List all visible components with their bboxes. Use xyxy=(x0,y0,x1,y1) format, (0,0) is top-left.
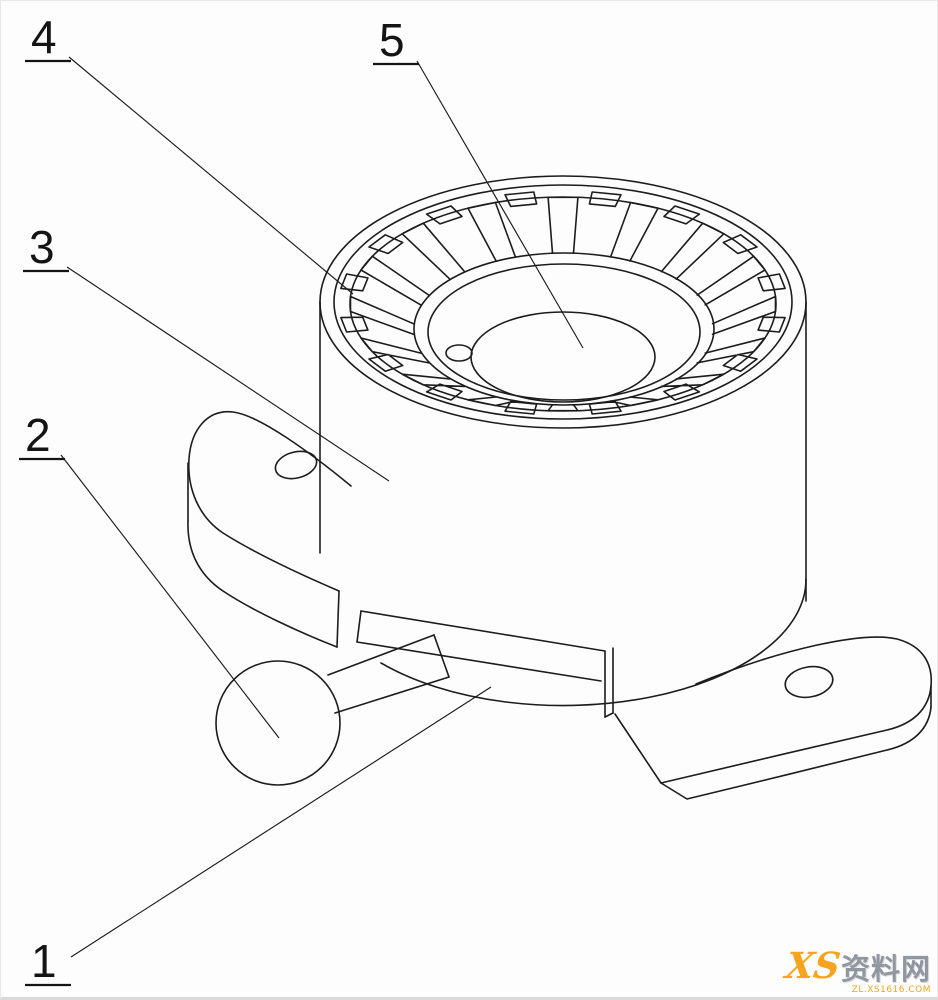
leader-line-5 xyxy=(416,60,584,349)
rim-inner-ellipse xyxy=(333,184,793,420)
left-ear-bottom-outline xyxy=(187,520,338,648)
watermark: XS 资料网 ZL.XS1616.COM xyxy=(783,945,931,995)
part-label-1: 1 xyxy=(31,935,57,987)
ball xyxy=(215,660,341,786)
arm-end-edge xyxy=(433,634,450,678)
center-dome xyxy=(445,311,656,403)
part-labels: 4 5 3 2 1 xyxy=(19,11,419,987)
rib-lines xyxy=(340,191,786,415)
left-mount-ear xyxy=(187,410,352,648)
rim-outer-ellipse xyxy=(319,175,807,429)
front-plate-left-cap xyxy=(356,610,362,643)
leader-line-3 xyxy=(66,266,390,482)
watermark-logo: XS xyxy=(783,945,843,987)
watermark-row: XS 资料网 xyxy=(783,945,931,987)
right-ear-bottom-outline xyxy=(660,706,932,800)
cylinder-bottom-arc xyxy=(380,578,807,707)
base-front-plate xyxy=(356,610,614,718)
floor-hole-ellipse xyxy=(445,344,473,362)
left-ear-hole xyxy=(274,450,318,480)
front-plate-top-edge xyxy=(360,610,606,652)
cylinder-body xyxy=(319,175,807,707)
crown-outer-ellipse xyxy=(349,196,777,412)
part-label-2: 2 xyxy=(25,409,51,461)
part-label-5: 5 xyxy=(379,14,405,66)
watermark-url: ZL.XS1616.COM xyxy=(851,985,931,995)
dome-ellipse xyxy=(470,311,656,403)
leader-line-1 xyxy=(70,686,492,958)
left-ear-top-outline xyxy=(188,410,352,592)
front-plate-bottom-edge xyxy=(356,641,602,682)
left-ear-right-edge xyxy=(336,590,340,648)
right-ear-hole xyxy=(784,665,834,699)
part-label-3: 3 xyxy=(29,221,55,273)
crown-ring-outer-ellipse xyxy=(413,252,715,406)
right-mount-ear xyxy=(614,636,933,800)
radial-ribs xyxy=(340,191,786,415)
part-label-4: 4 xyxy=(31,11,57,63)
leader-line-4 xyxy=(68,56,354,295)
arm-bottom-edge xyxy=(334,676,450,714)
watermark-site-name: 资料网 xyxy=(840,952,931,986)
leader-lines xyxy=(60,56,584,958)
crown-ring-inner-ellipse xyxy=(427,263,701,401)
arm-top-edge xyxy=(327,634,435,676)
ball-end xyxy=(215,634,450,786)
notch-bottom-edge xyxy=(604,712,614,718)
leader-line-2 xyxy=(60,454,280,739)
ribbed-crown xyxy=(340,191,786,415)
right-ear-top-outline xyxy=(614,636,933,784)
